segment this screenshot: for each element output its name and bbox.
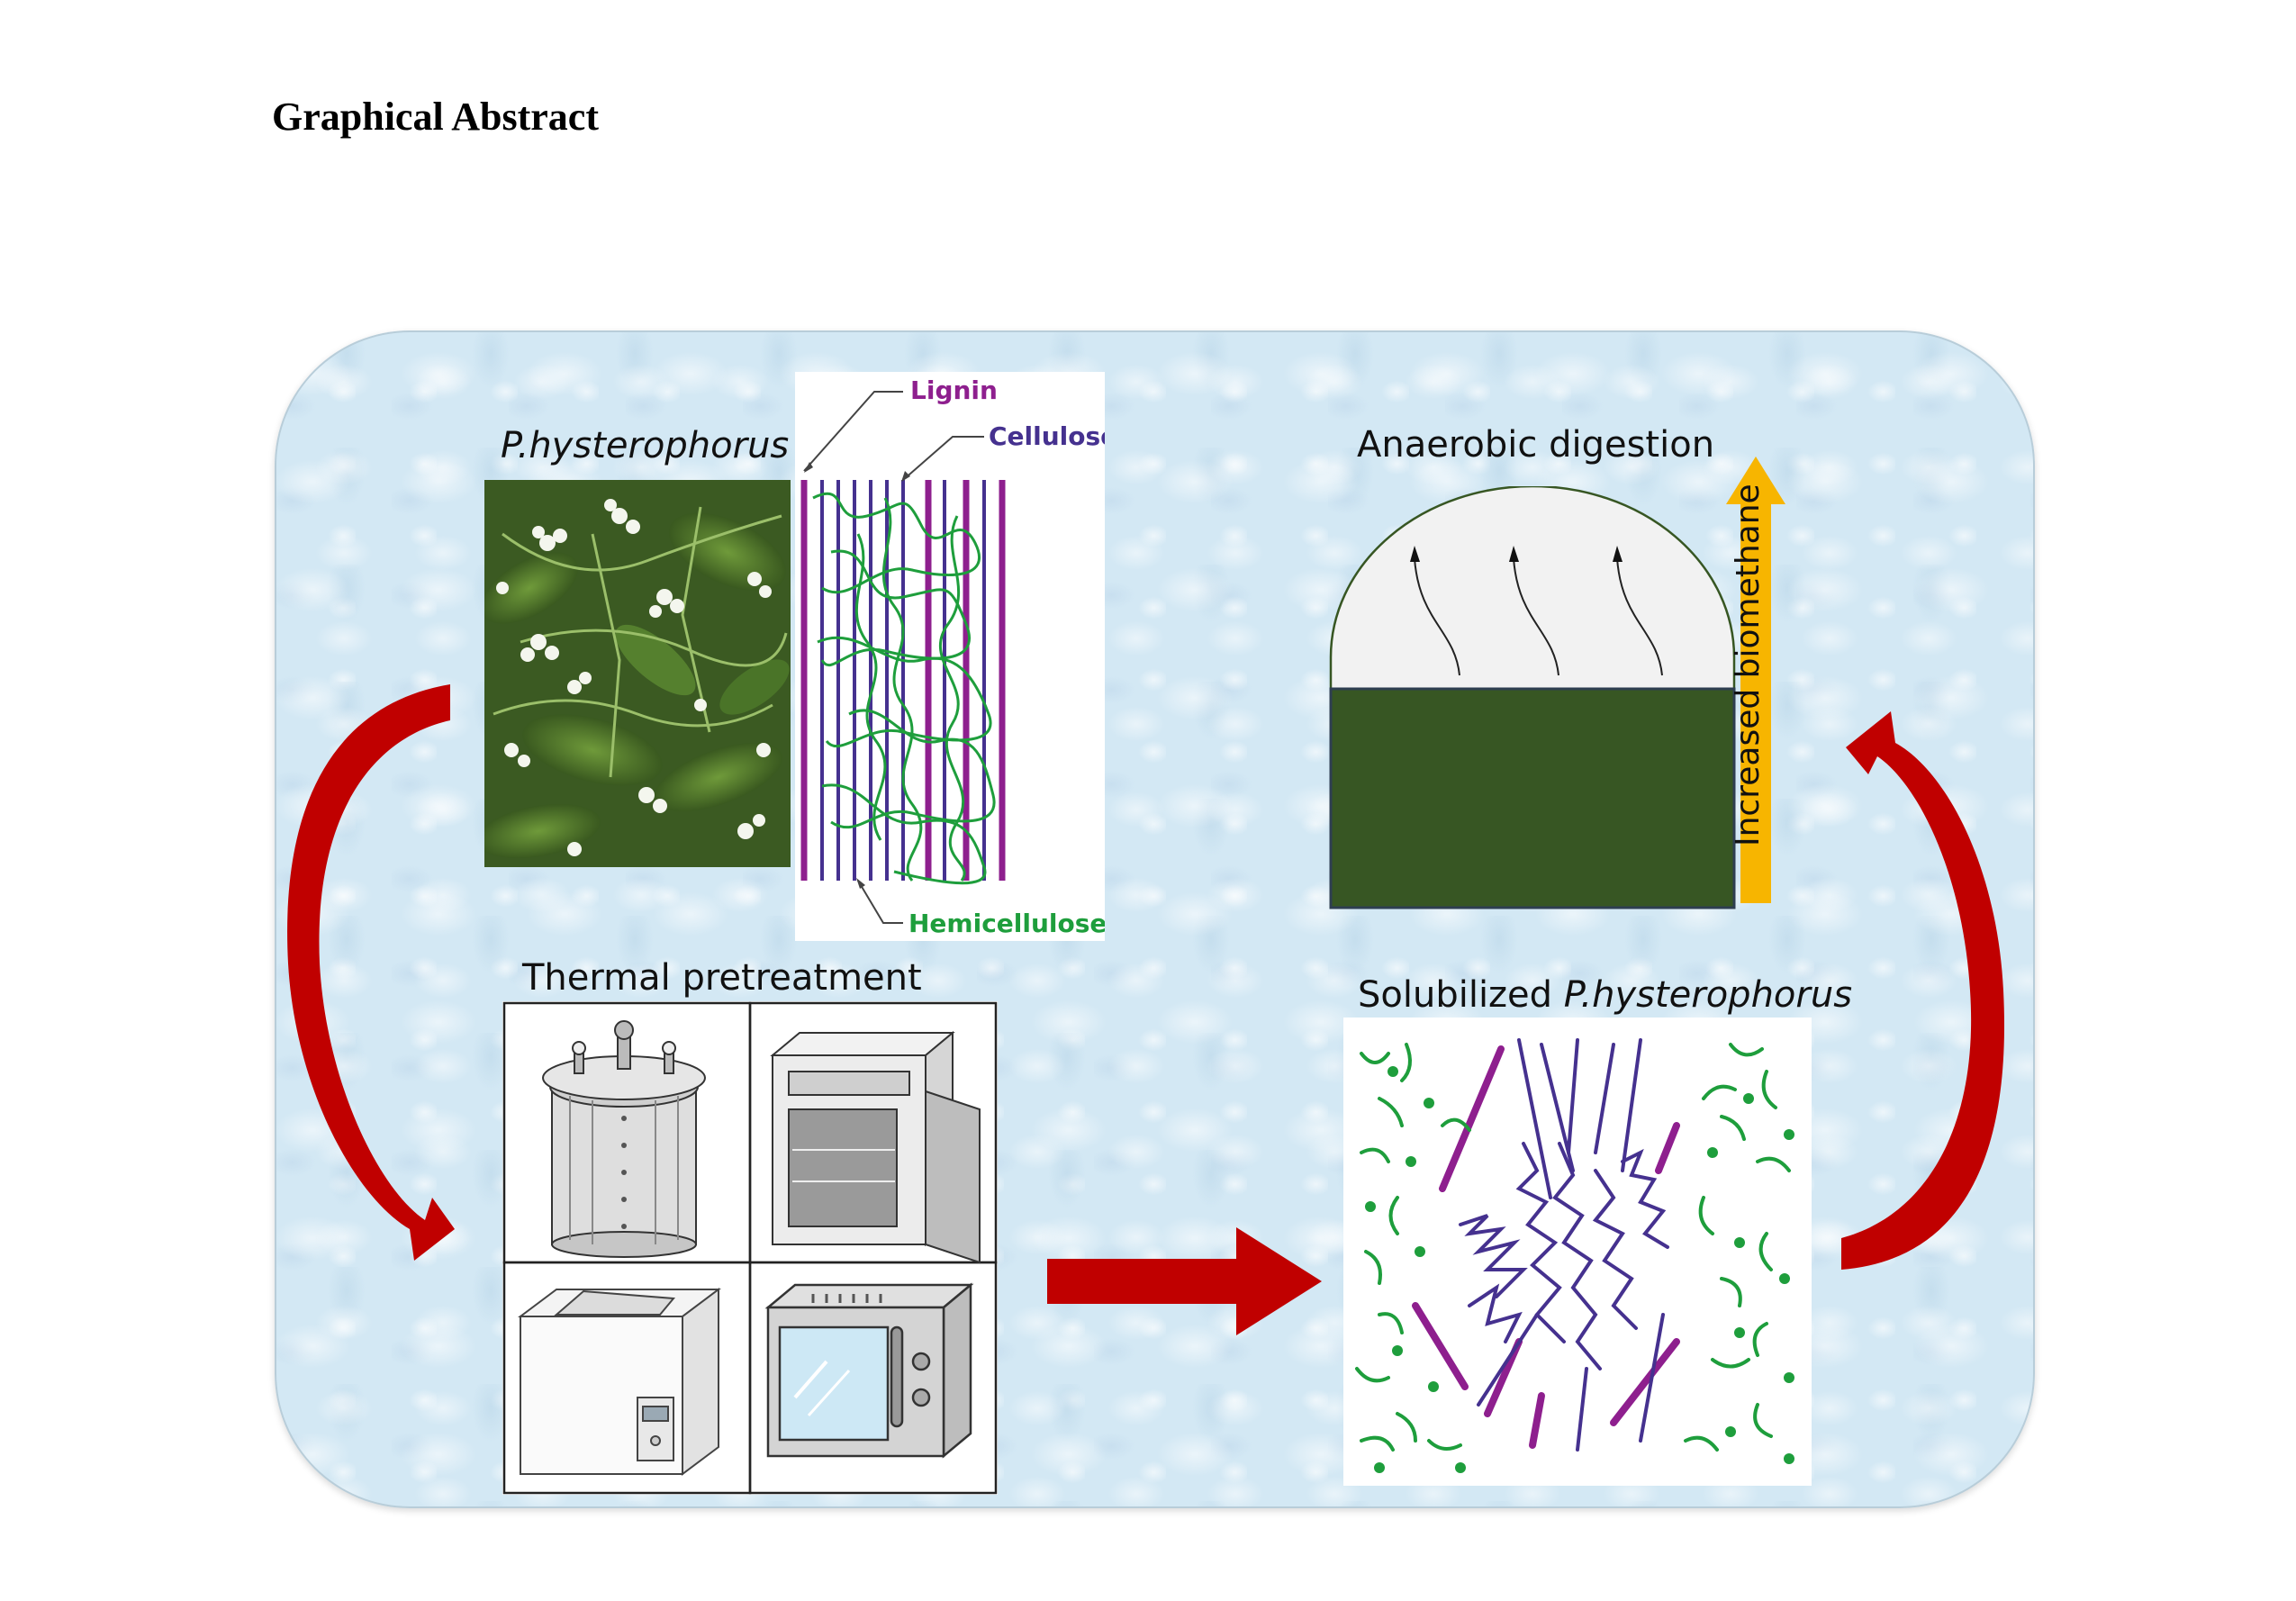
cellulose-fragments bbox=[1459, 1038, 1669, 1452]
hemicellulose-network bbox=[812, 492, 996, 885]
plant-label: P.hysterophorus bbox=[501, 425, 790, 466]
solubilized-label: Solubilized P.hysterophorus bbox=[1358, 977, 1852, 1013]
oven-icon bbox=[770, 1030, 981, 1264]
plant-stems bbox=[493, 506, 788, 778]
lignin-strands bbox=[800, 480, 1006, 881]
pretreatment-label: Thermal pretreatment bbox=[522, 957, 922, 999]
plant-photo bbox=[484, 480, 791, 867]
label-pointers bbox=[803, 391, 984, 924]
arrow-solubilized-to-digestion bbox=[1841, 711, 2005, 1270]
biomethane-label: Increased biomethane bbox=[1730, 484, 1767, 846]
page-title: Graphical Abstract bbox=[272, 95, 599, 139]
plant-leaves bbox=[484, 512, 790, 859]
arrow-plant-to-pretreatment bbox=[287, 684, 455, 1261]
solubilized-species: P.hysterophorus bbox=[1563, 974, 1853, 1016]
pretreatment-equipment bbox=[502, 1001, 998, 1495]
gas-bubbles bbox=[1414, 557, 1663, 676]
cellulose-label: Cellulose bbox=[989, 421, 1105, 451]
autoclave-icon bbox=[542, 1020, 706, 1258]
hemicellulose-label: Hemicellulose bbox=[908, 909, 1105, 938]
solubilized-fibres-diagram bbox=[1343, 1018, 1812, 1486]
microwave-icon bbox=[764, 1282, 974, 1459]
hemicellulose-fragments bbox=[1355, 1043, 1791, 1452]
biogas-headspace bbox=[1329, 486, 1736, 691]
lignin-label: Lignin bbox=[910, 375, 998, 405]
gas-arrowheads bbox=[1410, 546, 1623, 562]
biomethane-arrow bbox=[1726, 457, 1785, 903]
digester-diagram bbox=[1329, 486, 1736, 909]
water-bath-icon bbox=[518, 1288, 721, 1476]
solubilized-prefix: Solubilized bbox=[1358, 974, 1564, 1016]
lignocellulose-diagram: Lignin Cellulose Hemicellulose bbox=[795, 372, 1105, 941]
arrow-pretreatment-to-solubilized bbox=[1047, 1227, 1322, 1335]
plant-flowers bbox=[496, 499, 772, 856]
digestate bbox=[1329, 687, 1736, 909]
digestion-label: Anaerobic digestion bbox=[1357, 424, 1715, 466]
hemicellulose-dots bbox=[1365, 1066, 1794, 1473]
